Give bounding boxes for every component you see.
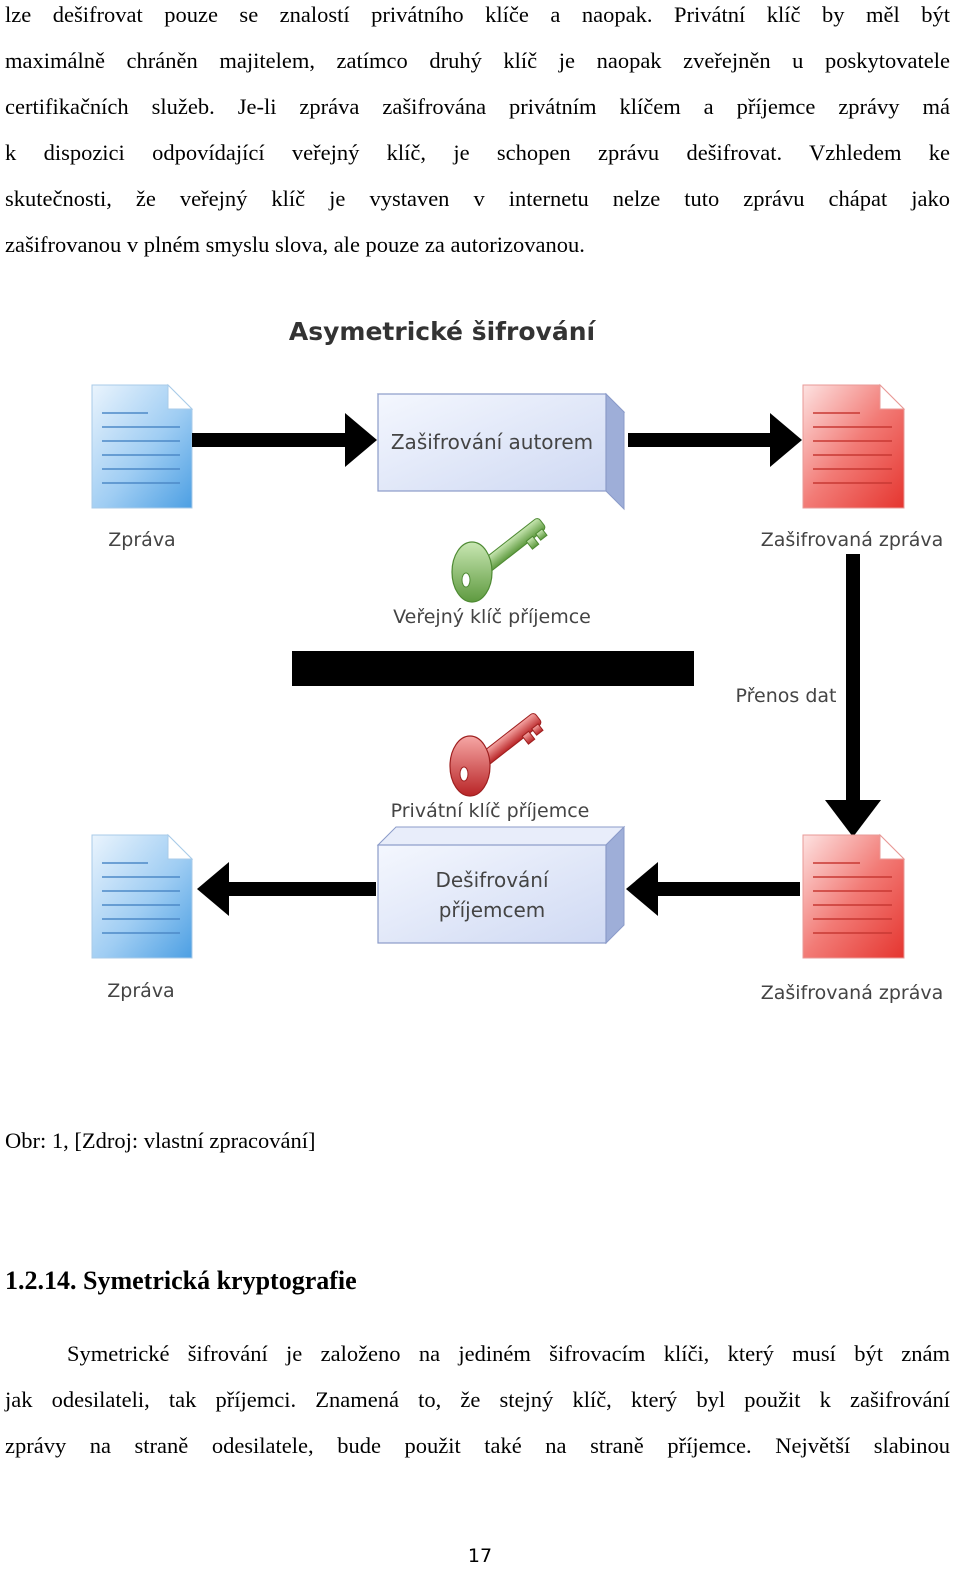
figure-title: Asymetrické šifrování (289, 317, 597, 346)
private-key-icon (449, 713, 544, 797)
encrypted-label-top: Zašifrovaná zpráva (761, 529, 944, 551)
asymmetric-encryption-diagram: Asymetrické šifrování Zpráva Z (0, 300, 960, 1040)
paragraph-line: jak odesilateli, tak příjemci. Znamená t… (5, 1387, 950, 1412)
paragraph-line: k dispozici odpovídající veřejný klíč, j… (5, 140, 950, 165)
encrypt-box-label: Zašifrování autorem (391, 430, 593, 454)
encrypted-document-icon (802, 383, 906, 509)
encrypted-label-bottom: Zašifrovaná zpráva (761, 982, 944, 1004)
transfer-label: Přenos dat (736, 685, 837, 707)
separator-bar (292, 651, 694, 686)
encrypted-document-icon (802, 833, 906, 959)
paragraph-line: zprávy na straně odesilatele, bude použi… (5, 1433, 950, 1458)
paragraph-line: Symetrické šifrování je založeno na jedi… (67, 1341, 950, 1366)
paragraph-line: maximálně chráněn majitelem, zatímco dru… (5, 48, 950, 73)
paragraph-line: lze dešifrovat pouze se znalostí privátn… (5, 2, 950, 27)
paragraph-line: certifikačních služeb. Je-li zpráva zaši… (5, 94, 950, 119)
decrypt-box-label-line-1: Dešifrování (435, 868, 550, 892)
message-label-bottom: Zpráva (107, 980, 174, 1002)
arrow-left-icon (197, 862, 376, 916)
public-key-icon (451, 518, 548, 603)
arrow-down-icon (825, 554, 881, 837)
paragraph-line: skutečnosti, že veřejný klíč je vystaven… (5, 186, 950, 211)
arrow-right-icon (192, 413, 377, 467)
public-key-label: Veřejný klíč příjemce (393, 606, 591, 628)
section-heading: 1.2.14. Symetrická kryptografie (5, 1266, 357, 1295)
arrow-right-icon (628, 413, 802, 467)
paragraph-line: zašifrovanou v plném smyslu slova, ale p… (5, 232, 585, 257)
message-document-icon (91, 383, 194, 509)
page-number: 17 (467, 1545, 493, 1567)
decrypt-box-label-line-2: příjemcem (439, 898, 546, 922)
message-label-top: Zpráva (108, 529, 175, 551)
arrow-left-icon (626, 862, 800, 916)
figure-caption: Obr: 1, [Zdroj: vlastní zpracování] (5, 1128, 316, 1153)
encryption-box: Zašifrování autorem (376, 392, 626, 511)
private-key-label: Privátní klíč příjemce (391, 800, 590, 822)
message-document-icon (91, 833, 194, 959)
decryption-box: Dešifrování příjemcem (376, 825, 626, 945)
